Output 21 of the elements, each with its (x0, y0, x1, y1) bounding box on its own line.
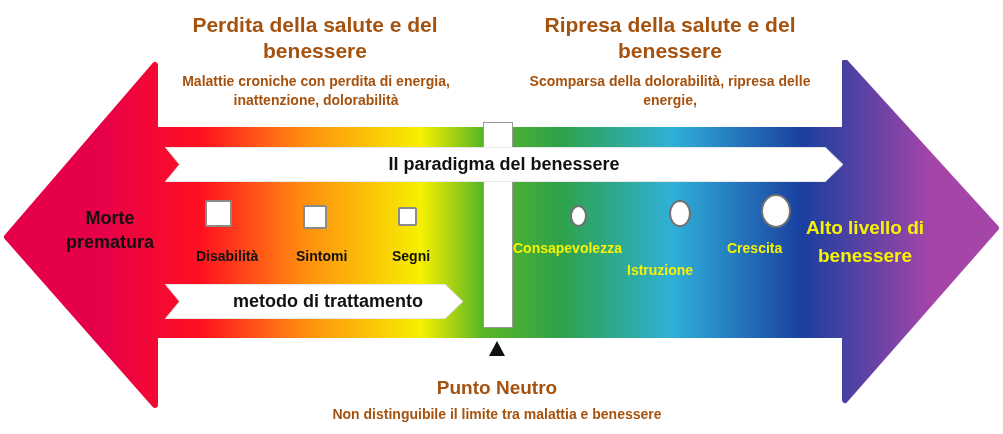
stage-label: Disabilità (196, 248, 259, 264)
square-marker (303, 205, 327, 229)
description: Malattie croniche con perdita di energia, inattenzione, dolorabilità (181, 72, 451, 110)
end-label: Alto livello di benessere (800, 214, 930, 270)
banner-arrow (165, 284, 463, 319)
description: Non distinguibile il limite tra malattia e benessere (331, 405, 663, 424)
banner-arrow (165, 147, 843, 182)
square-marker (205, 200, 232, 227)
stage-label: Istruzione (627, 262, 694, 278)
stage-label: Sintomi (296, 248, 348, 264)
stage-label: Crescita (727, 240, 783, 256)
banner-label: metodo di trattamento (233, 291, 423, 312)
heading: Punto Neutro (435, 376, 559, 400)
heading: Perdita della salute e del benessere (191, 12, 439, 64)
description: Scomparsa della dolorabilità, ripresa delle energie, (528, 72, 812, 110)
banner-label: Il paradigma del benessere (388, 154, 620, 175)
stage-label: Consapevolezza (513, 240, 622, 256)
heading: Ripresa della salute e del benessere (543, 12, 797, 64)
square-marker (398, 207, 417, 226)
end-label: Morte prematura (40, 206, 180, 254)
stage-label: Segni (392, 248, 431, 264)
